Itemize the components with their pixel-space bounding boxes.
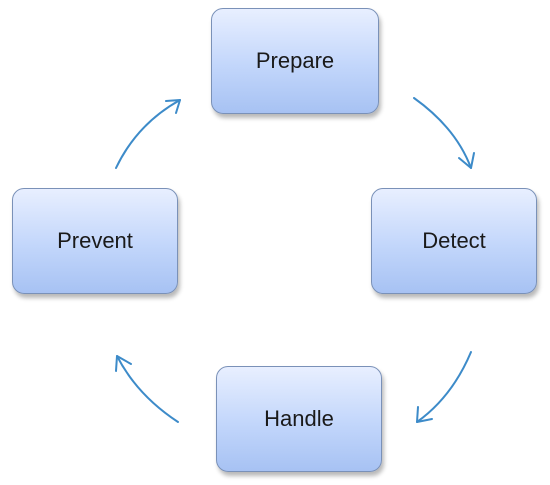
node-label-handle: Handle <box>264 406 334 431</box>
node-detect: Detect <box>371 188 537 294</box>
node-label-prepare: Prepare <box>255 48 335 73</box>
arrow-prepare-to-detect <box>413 97 475 169</box>
node-label-detect: Detect <box>422 228 486 253</box>
node-handle: Handle <box>216 366 382 472</box>
arrow-handle-to-prevent <box>115 355 179 423</box>
node-label-prevent: Prevent <box>57 228 133 253</box>
arrow-detect-to-handle <box>416 351 472 423</box>
arrow-prevent-to-prepare <box>115 99 181 169</box>
node-prevent: Prevent <box>12 188 178 294</box>
node-prepare: Prepare <box>211 8 379 114</box>
